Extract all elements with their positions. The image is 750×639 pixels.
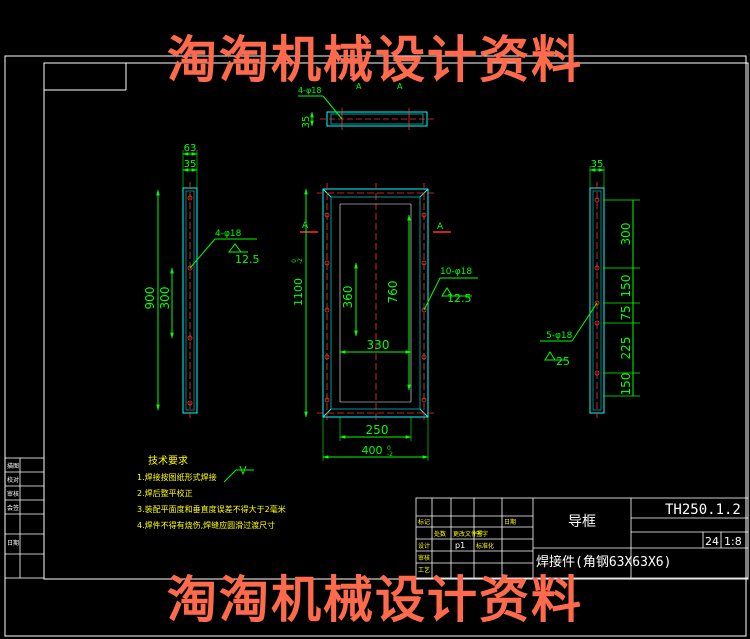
left-view-holes <box>187 195 193 406</box>
front-inner-width: 330 <box>367 338 390 352</box>
front-inner-height: 760 <box>386 281 400 304</box>
left-pitch: 300 <box>158 287 172 310</box>
tb-label: 审核 <box>418 554 430 562</box>
title-block-text: 标记 处数 更改文件号 签字 日期 设计 审核 工艺 标准化 p1 导框 焊接件… <box>418 502 742 574</box>
top-holes-label: 4-φ18 <box>298 86 321 95</box>
top-section-a: A <box>356 82 362 91</box>
right-roughness: 25 <box>556 355 570 368</box>
front-section-a-right: A <box>437 222 444 232</box>
front-height-tol: 0-2 <box>291 258 304 264</box>
margin-table-labels: 描图 校对 审核 会签 日期 <box>7 462 19 547</box>
front-roughness: 12.5 <box>447 292 472 305</box>
tb-label: 日期 <box>504 518 516 526</box>
right-dim-4: 225 <box>619 337 633 360</box>
front-width: 400 <box>362 444 383 457</box>
front-view-holes <box>324 212 427 403</box>
front-height: 1100 <box>292 278 305 306</box>
front-sub-height: 360 <box>341 286 355 309</box>
front-view: A A 1100 0-2 760 360 330 250 400 0-2 10-… <box>291 183 478 461</box>
right-width: 35 <box>591 159 604 170</box>
note-2: 2.焊后整平校正 <box>137 488 193 498</box>
sheet-label: p1 <box>455 541 465 550</box>
right-view: 35 300 150 75 225 150 5-φ18 25 <box>540 159 640 418</box>
front-holes-label: 10-φ18 <box>440 267 472 277</box>
right-dim-5: 150 <box>619 373 633 396</box>
technical-notes: 技术要求 1.焊接按图纸形式焊接 2.焊后整平校正 3.装配平面度和垂直度误差不… <box>137 454 286 530</box>
right-view-holes <box>594 197 600 376</box>
title-block <box>415 497 749 579</box>
note-1: 1.焊接按图纸形式焊接 <box>137 472 217 482</box>
left-total-height: 900 <box>143 287 157 310</box>
notes-title: 技术要求 <box>148 454 188 467</box>
left-width-35: 35 <box>184 159 197 170</box>
weld-symbol <box>223 465 254 483</box>
drawing-frame <box>4 55 749 637</box>
note-4: 4.焊件不得有烧伤,焊缝应圆滑过渡尺寸 <box>137 520 275 530</box>
tb-label: 签字 <box>476 530 488 538</box>
note-3: 3.装配平面度和垂直度误差不得大于2毫米 <box>137 504 286 514</box>
tb-label: 标记 <box>418 518 430 526</box>
right-dim-3: 75 <box>619 305 633 320</box>
left-roughness: 12.5 <box>235 253 260 266</box>
right-holes-label: 5-φ18 <box>546 331 573 341</box>
tb-label: 标准化 <box>476 542 494 550</box>
left-holes-label: 4-φ18 <box>215 229 242 239</box>
top-section-a2: A <box>397 82 403 91</box>
drawing-number: TH250.1.2 <box>665 502 741 518</box>
margin-label: 校对 <box>7 476 19 484</box>
part-name: 导框 <box>568 514 596 530</box>
left-width-63: 63 <box>184 143 197 154</box>
left-view: 63 35 900 300 4-φ18 12.5 <box>143 143 260 418</box>
right-dim-1: 300 <box>619 223 633 246</box>
margin-label: 会签 <box>7 504 19 512</box>
tb-label: 更改文件号 <box>453 530 483 538</box>
material: 焊接件(角钢63X63X6) <box>536 554 671 570</box>
front-slot-width: 250 <box>366 423 389 437</box>
tb-label: 处数 <box>434 530 446 538</box>
right-dim-2: 150 <box>619 275 633 298</box>
top-view: 35 4-φ18 A A <box>298 82 435 130</box>
margin-table <box>4 457 45 579</box>
scale: 1:8 <box>724 535 742 548</box>
margin-label: 描图 <box>7 462 19 470</box>
quantity: 24 <box>705 535 719 548</box>
margin-label: 审核 <box>7 490 19 498</box>
top-height-dim: 35 <box>301 116 312 129</box>
margin-label: 日期 <box>7 539 19 547</box>
tb-label: 工艺 <box>418 566 430 574</box>
tb-label: 设计 <box>418 542 430 550</box>
front-width-tol: 0-2 <box>387 445 393 458</box>
